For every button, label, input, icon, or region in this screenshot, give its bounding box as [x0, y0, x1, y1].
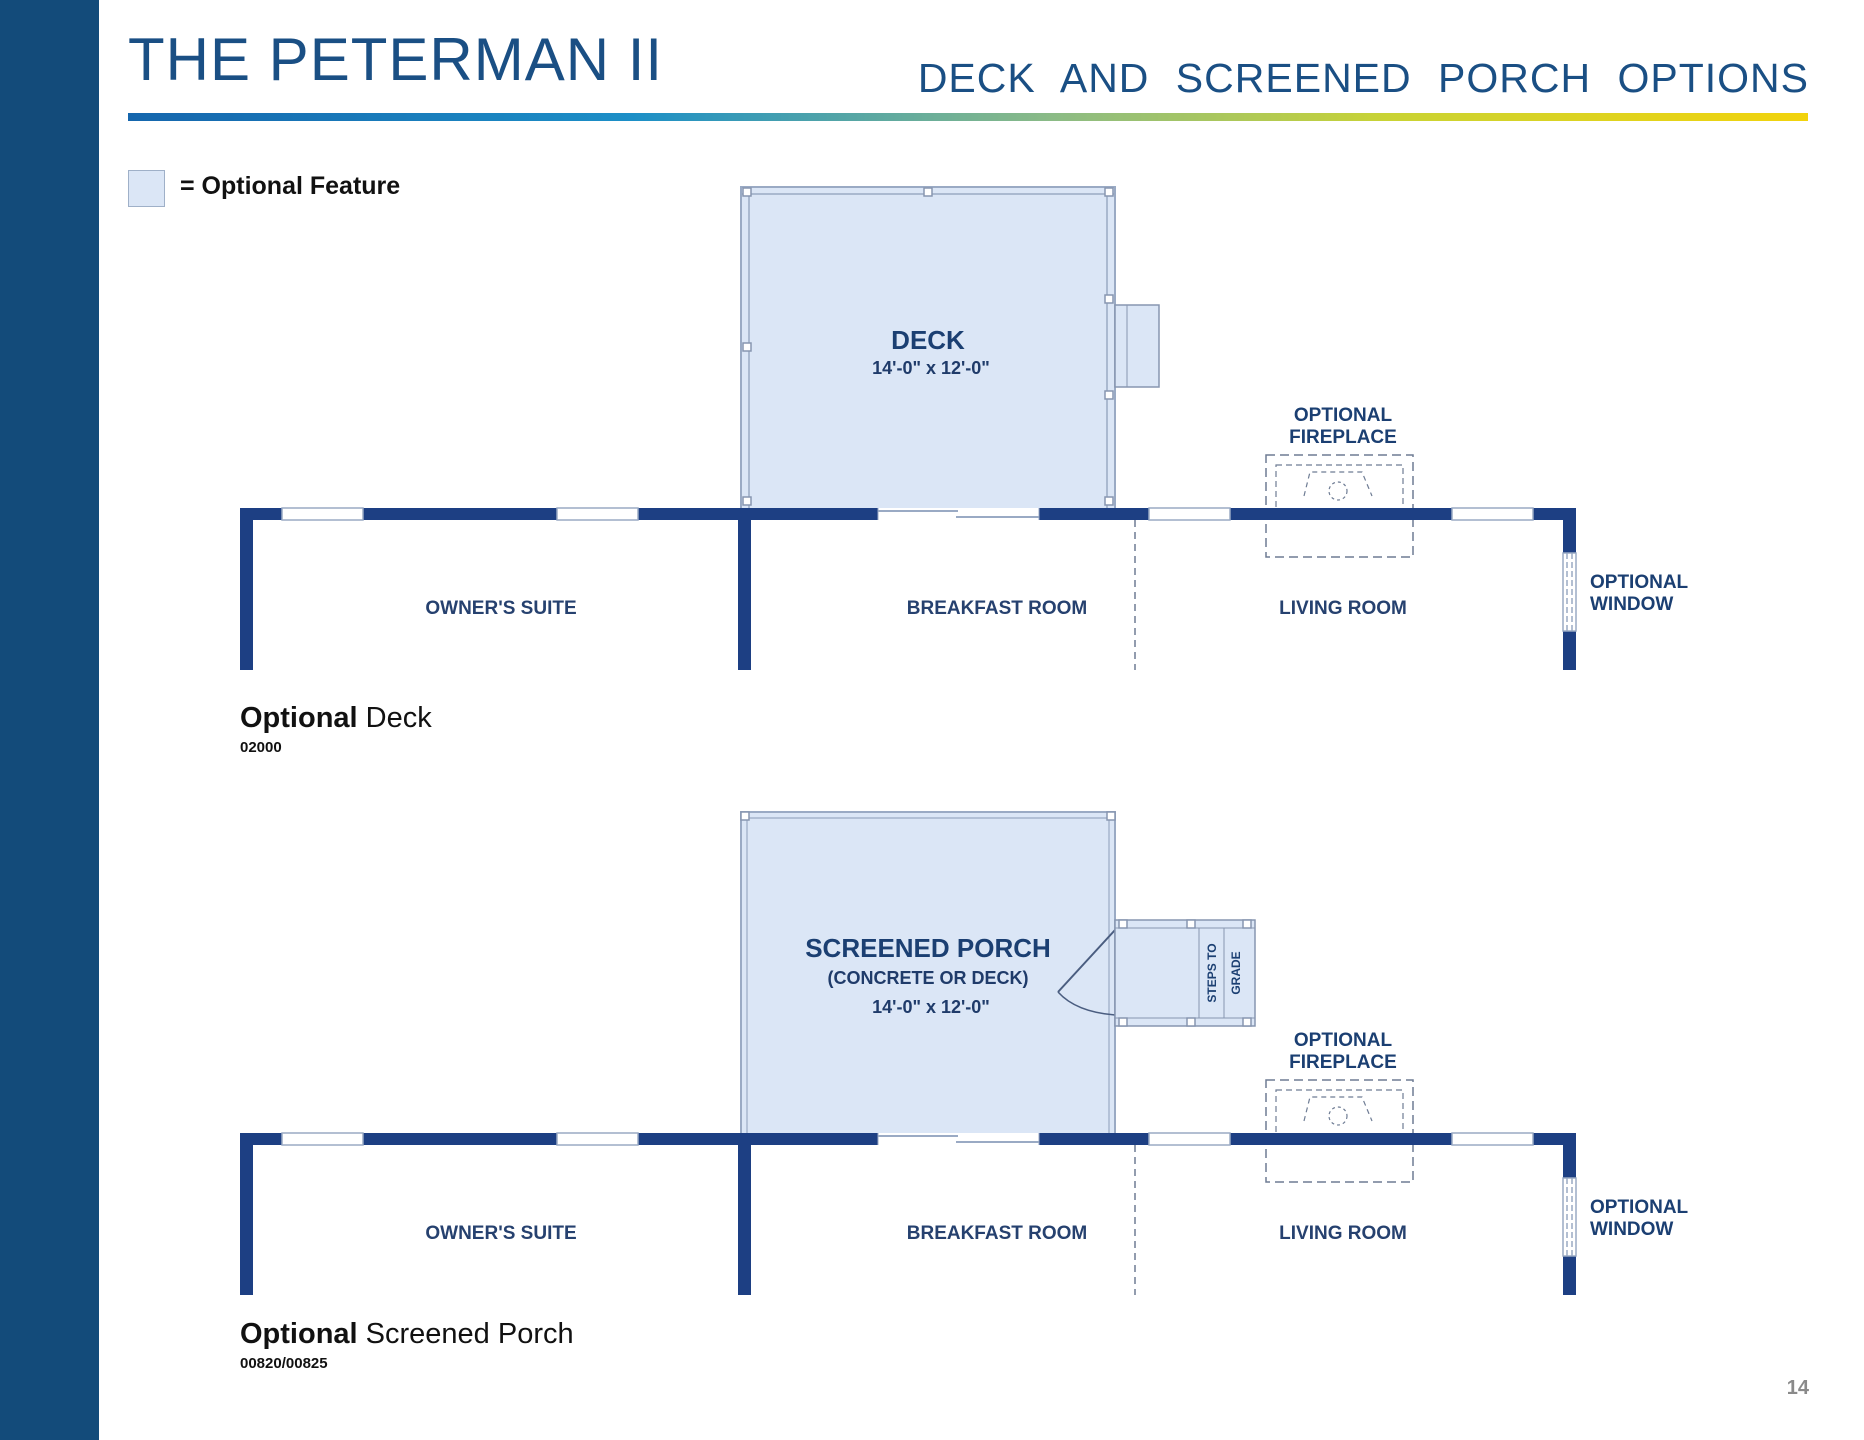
page-subtitle: DECK AND SCREENED PORCH OPTIONS [917, 55, 1809, 101]
room-living: LIVING ROOM [1279, 598, 1407, 619]
fireplace-label: OPTIONAL FIREPLACE [1289, 1030, 1397, 1073]
room-living: LIVING ROOM [1279, 1223, 1407, 1244]
deck-caption: Optional Deck 02000 [240, 702, 432, 756]
deck-caption-bold: Optional [240, 702, 358, 734]
steps-landing [1114, 919, 1256, 1027]
room-breakfast: BREAKFAST ROOM [906, 598, 1088, 619]
porch-door [1057, 929, 1116, 993]
fireplace-label: OPTIONAL FIREPLACE [1289, 405, 1397, 448]
porch-title: SCREENED PORCH [805, 933, 1051, 963]
sliding-door [877, 508, 1040, 520]
porch-option-code: 00820/00825 [240, 1355, 328, 1372]
window-label: OPTIONAL WINDOW [1590, 1197, 1688, 1240]
deck-caption-name: Deck [365, 702, 432, 734]
fireplace-outline [1265, 1079, 1414, 1183]
porch-caption-bold: Optional [240, 1318, 358, 1350]
exterior-walls [240, 508, 1576, 670]
gradient-rule [128, 113, 1808, 121]
window-label: OPTIONAL WINDOW [1590, 572, 1688, 615]
page-title: THE PETERMAN II [128, 26, 664, 93]
room-owners-suite: OWNER'S SUITE [425, 598, 577, 619]
legend-swatch [128, 170, 165, 207]
optional-window [1562, 552, 1577, 632]
optional-window [1562, 1177, 1577, 1257]
porch-caption-name: Screened Porch [365, 1318, 574, 1350]
deck-title: DECK [891, 325, 965, 355]
deck-plan-drawing [240, 186, 1577, 670]
page-number: 14 [1786, 1377, 1809, 1399]
porch-plan: SCREENED PORCH (CONCRETE OR DECK) 14'-0"… [0, 800, 1864, 1360]
deck-posts [742, 187, 1114, 506]
deck-size: 14'-0" x 12'-0" [872, 358, 990, 378]
porch-plan-drawing [240, 811, 1577, 1295]
steps-label-1: STEPS TO [1205, 943, 1219, 1003]
fireplace-outline [1265, 454, 1414, 558]
porch-size: 14'-0" x 12'-0" [872, 997, 990, 1017]
exterior-walls [240, 1133, 1576, 1295]
porch-area [740, 811, 1116, 1136]
sidebar-band [0, 0, 99, 1440]
porch-subtitle: (CONCRETE OR DECK) [827, 968, 1029, 988]
fireplace-icon [1328, 1106, 1348, 1126]
steps-label-2: GRADE [1229, 951, 1243, 995]
room-breakfast: BREAKFAST ROOM [906, 1223, 1088, 1244]
wall-windows [281, 1132, 1534, 1146]
deck-option-code: 02000 [240, 739, 282, 756]
sliding-door [877, 1133, 1040, 1145]
fireplace-icon [1328, 481, 1348, 501]
deck-stairs [1114, 304, 1160, 388]
room-owners-suite: OWNER'S SUITE [425, 1223, 577, 1244]
legend-label: = Optional Feature [180, 172, 401, 200]
deck-plan: DECK 14'-0" x 12'-0" OPTIONAL FIREPLACE … [0, 175, 1864, 735]
wall-windows [281, 507, 1534, 521]
porch-caption: Optional Screened Porch 00820/00825 [240, 1318, 574, 1372]
